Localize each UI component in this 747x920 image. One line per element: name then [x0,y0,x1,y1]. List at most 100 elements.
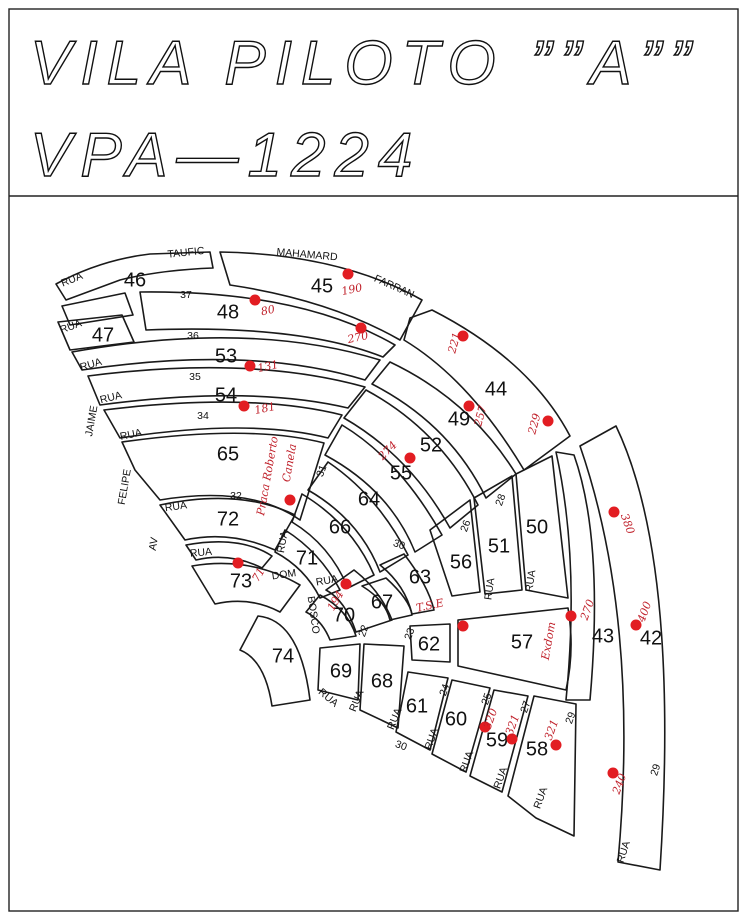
block-outline [469,689,529,793]
survey-point-mark [404,452,416,464]
survey-point-mark [608,506,620,518]
handwritten-note: 221 [445,331,463,356]
block-outline [431,679,491,773]
survey-point-mark [506,733,518,745]
handwritten-note: Canela [280,443,300,483]
block-outline [185,540,273,569]
street-label: RUA [347,688,366,713]
street-label: RUA [58,317,83,336]
lot-number: 48 [217,301,239,323]
street-label: 34 [197,410,209,422]
lot-number: 63 [409,566,431,588]
lot-number: 66 [329,516,351,538]
street-label: AV [147,536,161,551]
street-label: 29 [648,762,663,777]
title-line-2: VPA—1224 [30,121,421,190]
handwritten-note: 257 [471,404,489,429]
street-label: FELIPE [116,468,134,506]
street-label: 24 [437,682,452,697]
lot-number: 57 [511,631,533,653]
block-outline [515,455,569,599]
block-outline [219,251,423,341]
block-outline [61,292,134,326]
sheet-frame [8,8,739,912]
lot-number: 61 [406,695,428,717]
title-line-1: VILA PILOTO ””A”” [30,29,700,98]
handwritten-note: Praca Roberto [254,435,281,518]
block-outline [579,425,666,871]
handwritten-note: 270 [345,329,369,346]
lot-number: 65 [217,443,239,465]
street-label: RUA [523,569,538,593]
street-label: RUA [316,686,341,709]
survey-marks [232,268,642,779]
street-label: 29 [563,710,578,725]
street-label: 31 [314,463,329,478]
survey-point-mark [457,330,469,342]
street-label: JAIME [83,405,100,438]
block-outline [239,615,311,707]
lot-number: 43 [592,625,614,647]
lot-map-lines [55,251,666,871]
block-outline [57,314,135,351]
survey-point-mark [542,415,554,427]
block-outline [379,553,435,615]
block-outline [473,475,523,595]
block-outline [87,366,366,409]
lot-number: 72 [217,508,239,530]
survey-point-mark [232,557,244,569]
lot-number: 53 [215,345,237,367]
lot-number: 67 [371,591,393,613]
block-outline [371,361,517,499]
lot-number: 55 [390,462,412,484]
lot-number: 44 [485,378,507,400]
street-label: 35 [189,371,201,383]
block-outline [324,424,443,553]
handwritten-note: 321 [542,718,561,742]
handwritten-note: 400 [634,600,654,625]
block-outline [71,336,381,381]
handwritten-note: 131 [256,358,279,375]
lot-number: 45 [311,275,333,297]
street-label: RUA [491,765,510,790]
survey-point-mark [630,619,642,631]
street-label: BOSCO [305,595,322,634]
survey-point-mark [565,610,577,622]
block-outline [395,671,449,751]
lot-number: 49 [448,408,470,430]
survey-point-mark [340,578,352,590]
street-label: RUA [422,726,441,751]
lot-number: 50 [526,516,548,538]
street-label: RUA [315,573,339,589]
street-label: 26 [458,518,473,533]
handwritten-note: 181 [253,400,276,417]
survey-point-mark [457,620,469,632]
handwritten-note: 80 [260,303,276,319]
handwritten-note: Exdom [539,621,559,662]
lot-number: 71 [296,547,318,569]
survey-point-mark [550,739,562,751]
block-outline [274,529,341,599]
survey-point-mark [244,360,256,372]
street-label: 25 [479,691,494,706]
street-label: RUA [531,785,550,810]
lot-number: 74 [272,645,294,667]
street-label: RUA [99,389,123,406]
handwritten-note: 229 [525,412,543,437]
survey-point-mark [355,322,367,334]
survey-point-mark [342,268,354,280]
block-outline [121,432,325,521]
street-label: MAHAMARD [276,246,338,263]
lot-number: 56 [450,551,472,573]
block-outline [409,623,451,663]
handwritten-note: T.S.E [415,596,445,615]
street-label: RUA [164,499,188,514]
street-label: RUA [189,546,212,560]
street-label: FARRAN [372,273,416,301]
block-outline [343,389,479,529]
handwritten-note: 321 [503,713,522,737]
block-outline [291,493,375,589]
lot-number: 52 [420,434,442,456]
